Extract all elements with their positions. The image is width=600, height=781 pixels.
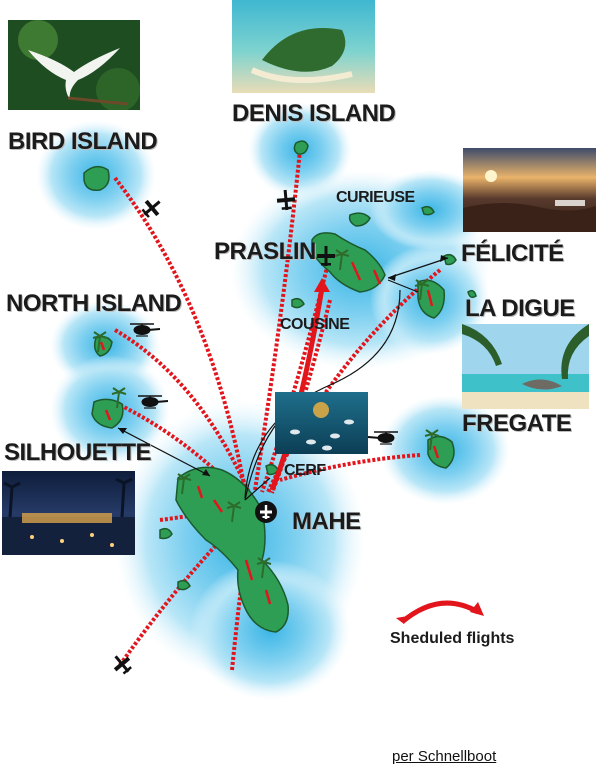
helicopter-icon (367, 431, 398, 445)
airplane-icon (113, 655, 132, 675)
small-isle-5 (177, 579, 191, 591)
cousine-shape (291, 297, 305, 309)
legend-flight-arrow (400, 600, 480, 624)
denis-island-shape (293, 140, 309, 155)
label-denis-island: DENIS ISLAND (232, 100, 396, 127)
palm-tree-icons (92, 249, 440, 579)
felicite-shape (443, 253, 457, 266)
airplane-icon (317, 246, 335, 266)
photo-sunset-felicite (463, 148, 596, 232)
boat-routes (117, 257, 449, 501)
label-north-island: NORTH ISLAND (6, 290, 182, 317)
airplane-icon (276, 189, 296, 211)
label-felicite: FÉLICITÉ (461, 240, 564, 267)
label-fregate: FREGATE (462, 410, 572, 437)
bird-island-shape (83, 165, 110, 192)
fregate-shape (427, 435, 455, 469)
photo-silhouette-resort (2, 471, 135, 555)
label-praslin: PRASLIN (214, 238, 316, 265)
label-silhouette: SILHOUETTE (4, 439, 152, 466)
airport-icon (255, 501, 277, 523)
photo-reef-fish (275, 392, 368, 454)
small-isle-1 (421, 205, 435, 216)
label-mahe: MAHE (292, 508, 361, 535)
small-isle-3 (467, 289, 477, 299)
label-cousine: COUSINE (280, 316, 350, 333)
speedboat-link[interactable]: per Schnellboot (392, 748, 497, 765)
label-cerf: CERF (284, 462, 326, 479)
praslin-flight-arrowhead (314, 278, 330, 292)
curieuse-shape (348, 212, 371, 227)
helicopter-icon (130, 323, 161, 337)
label-la-digue: LA DIGUE (465, 295, 575, 322)
photo-la-digue-beach (462, 324, 589, 409)
photo-denis-island (232, 0, 375, 93)
legend-scheduled-flights: Sheduled flights (390, 630, 515, 647)
island-route-marks (99, 261, 440, 605)
praslin-shape (311, 232, 386, 293)
legend-flight-arrowhead (470, 602, 484, 616)
legend-arrow-tail (396, 616, 408, 624)
boat-route-arrowheads (118, 255, 448, 476)
small-isle-4 (159, 527, 173, 540)
helicopter-icon (138, 395, 169, 409)
photo-white-tern (8, 20, 140, 110)
airplane-icon (141, 199, 161, 218)
label-bird-island: BIRD ISLAND (8, 128, 158, 155)
label-curieuse: CURIEUSE (336, 189, 415, 206)
